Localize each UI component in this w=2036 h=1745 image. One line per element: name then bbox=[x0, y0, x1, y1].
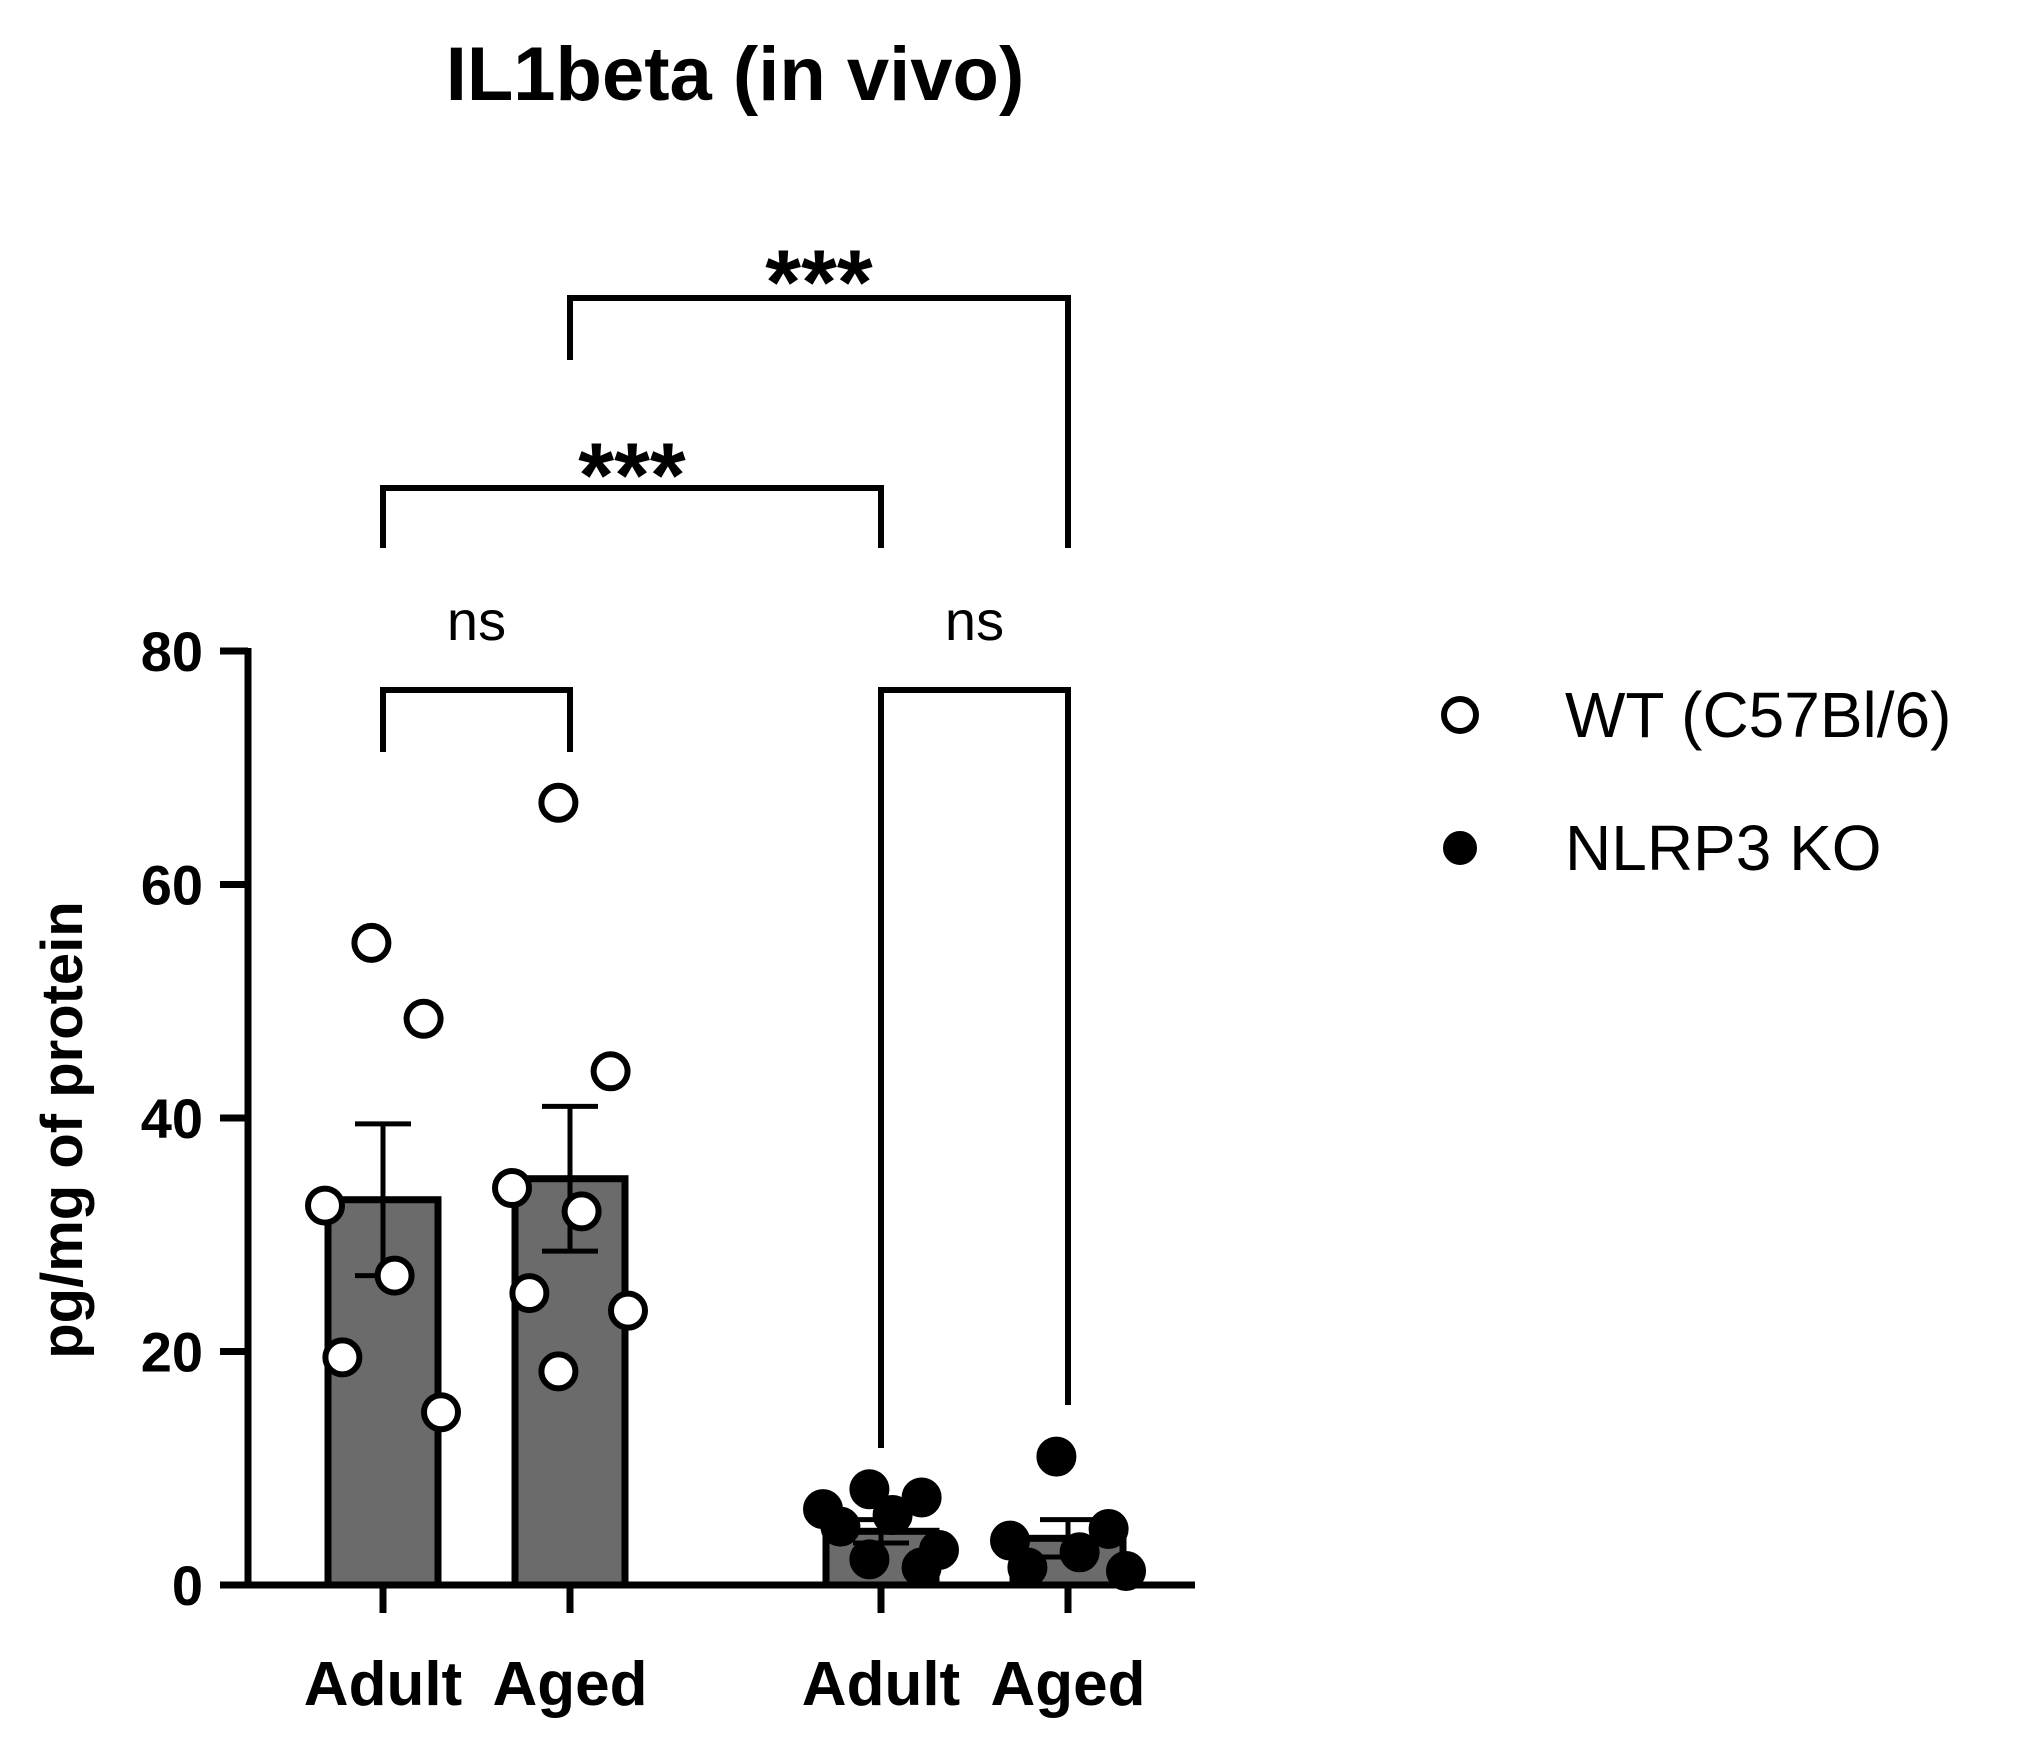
data-point-3-3 bbox=[1059, 1532, 1100, 1573]
category-label-2: Adult bbox=[802, 1650, 960, 1719]
data-point-1-0 bbox=[538, 782, 579, 823]
significance-bracket-2 bbox=[380, 485, 884, 548]
legend-marker-0 bbox=[1441, 696, 1479, 734]
significance-label-2: *** bbox=[578, 425, 686, 527]
plot-area: Adult Aged Adult Aged 0 20 40 60 80 ns ns *** *** bbox=[141, 232, 1195, 1719]
data-point-2-0 bbox=[849, 1469, 890, 1510]
chart-title: IL1beta (in vivo) bbox=[446, 32, 1025, 117]
data-point-1-6 bbox=[538, 1351, 579, 1392]
y-tick-label-3: 60 bbox=[141, 854, 203, 917]
significance-label-1: ns bbox=[945, 589, 1004, 652]
data-point-1-4 bbox=[509, 1273, 550, 1314]
data-point-0-1 bbox=[403, 998, 444, 1039]
data-point-2-6 bbox=[849, 1539, 890, 1580]
y-tick-label-2: 40 bbox=[141, 1087, 203, 1150]
data-point-3-0 bbox=[1036, 1436, 1077, 1477]
significance-bracket-3 bbox=[567, 295, 1071, 548]
data-point-0-4 bbox=[322, 1337, 363, 1378]
data-point-1-1 bbox=[590, 1051, 631, 1092]
significance-bracket-0 bbox=[380, 687, 573, 752]
significance-bracket-1 bbox=[878, 687, 1071, 1448]
data-point-2-4 bbox=[820, 1506, 861, 1547]
data-point-0-2 bbox=[305, 1185, 345, 1226]
category-label-3: Aged bbox=[991, 1650, 1146, 1719]
data-point-3-1 bbox=[1088, 1508, 1129, 1549]
legend-label-0: WT (C57Bl/6) bbox=[1565, 679, 1951, 751]
data-point-0-5 bbox=[421, 1392, 461, 1433]
significance-label-0: ns bbox=[447, 589, 506, 652]
legend-label-1: NLRP3 KO bbox=[1565, 812, 1882, 884]
data-point-1-3 bbox=[561, 1191, 602, 1232]
data-point-0-3 bbox=[374, 1255, 415, 1296]
data-point-2-7 bbox=[901, 1547, 942, 1588]
data-point-2-1 bbox=[901, 1477, 942, 1518]
y-tick-label-4: 80 bbox=[141, 620, 203, 683]
legend-marker-1 bbox=[1443, 831, 1477, 865]
data-point-0-0 bbox=[351, 922, 392, 963]
data-point-2-3 bbox=[872, 1494, 913, 1535]
legend: WT (C57Bl/6) NLRP3 KO bbox=[1441, 679, 1951, 884]
y-tick-label-1: 20 bbox=[141, 1321, 203, 1384]
y-axis-label: pg/mg of protein bbox=[30, 901, 95, 1359]
y-tick-label-0: 0 bbox=[172, 1554, 203, 1617]
data-point-3-4 bbox=[1007, 1547, 1048, 1588]
significance-label-3: *** bbox=[765, 232, 873, 334]
category-label-0: Adult bbox=[304, 1650, 462, 1719]
data-point-1-5 bbox=[608, 1290, 648, 1331]
data-point-1-2 bbox=[492, 1168, 532, 1209]
category-label-1: Aged bbox=[493, 1650, 648, 1719]
